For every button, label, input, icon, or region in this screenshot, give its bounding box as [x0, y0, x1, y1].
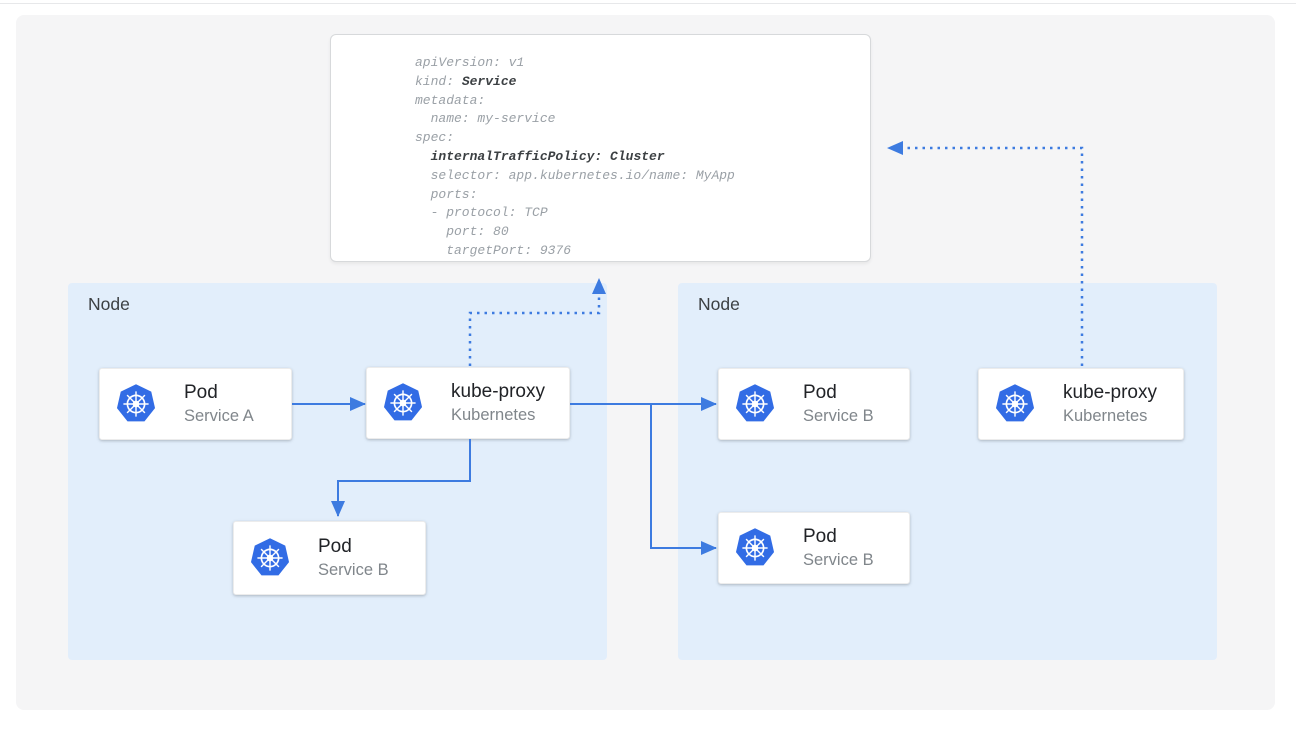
card-subtitle: Service A — [184, 407, 254, 425]
pod-card-service-a: Pod Service A — [99, 368, 292, 440]
yaml-code-line: metadata: — [415, 92, 486, 108]
kubernetes-icon — [734, 383, 776, 425]
pod-card-service-b-right-top: Pod Service B — [718, 368, 910, 440]
yaml-code-line: - protocol: TCP — [415, 205, 548, 221]
card-title: Pod — [318, 536, 352, 557]
yaml-code-line: spec: — [415, 130, 455, 146]
yaml-code-line: port: 80 — [415, 224, 509, 240]
node-box-right: Node — [678, 283, 1217, 660]
yaml-code-line: internalTrafficPolicy: Cluster — [430, 148, 665, 164]
pod-card-service-b-right-bottom: Pod Service B — [718, 512, 910, 584]
yaml-code-line: name: my-service — [415, 111, 556, 127]
yaml-code: apiVersion: v1 kind: Service metadata: nam… — [331, 35, 870, 261]
card-title: kube-proxy — [1063, 382, 1157, 403]
kubernetes-icon — [382, 382, 424, 424]
card-subtitle: Kubernetes — [451, 406, 536, 424]
top-divider — [0, 3, 1296, 4]
service-yaml-panel: apiVersion: v1 kind: Service metadata: nam… — [330, 34, 871, 262]
kube-proxy-card-left: kube-proxy Kubernetes — [366, 367, 570, 439]
yaml-code-line: kind: Service — [415, 73, 517, 89]
kubernetes-icon — [115, 383, 157, 425]
card-title: kube-proxy — [451, 381, 545, 402]
kubernetes-icon — [734, 527, 776, 569]
node-label: Node — [88, 294, 130, 314]
kubernetes-icon — [994, 383, 1036, 425]
kubernetes-icon — [249, 537, 291, 579]
yaml-code-line: apiVersion: v1 — [415, 55, 525, 70]
node-box-left: Node — [68, 283, 607, 660]
card-title: Pod — [803, 382, 837, 403]
node-label: Node — [698, 294, 740, 314]
card-title: Pod — [184, 382, 218, 403]
card-subtitle: Service B — [803, 407, 874, 425]
kube-proxy-card-right: kube-proxy Kubernetes — [978, 368, 1184, 440]
yaml-code-line: ports: — [415, 186, 478, 202]
card-subtitle: Service B — [318, 561, 389, 579]
yaml-code-line: selector: app.kubernetes.io/name: MyApp — [415, 167, 735, 183]
yaml-code-line: targetPort: 9376 — [415, 242, 572, 258]
pod-card-service-b-left: Pod Service B — [233, 521, 426, 595]
card-subtitle: Service B — [803, 551, 874, 569]
card-subtitle: Kubernetes — [1063, 407, 1148, 425]
card-title: Pod — [803, 526, 837, 547]
